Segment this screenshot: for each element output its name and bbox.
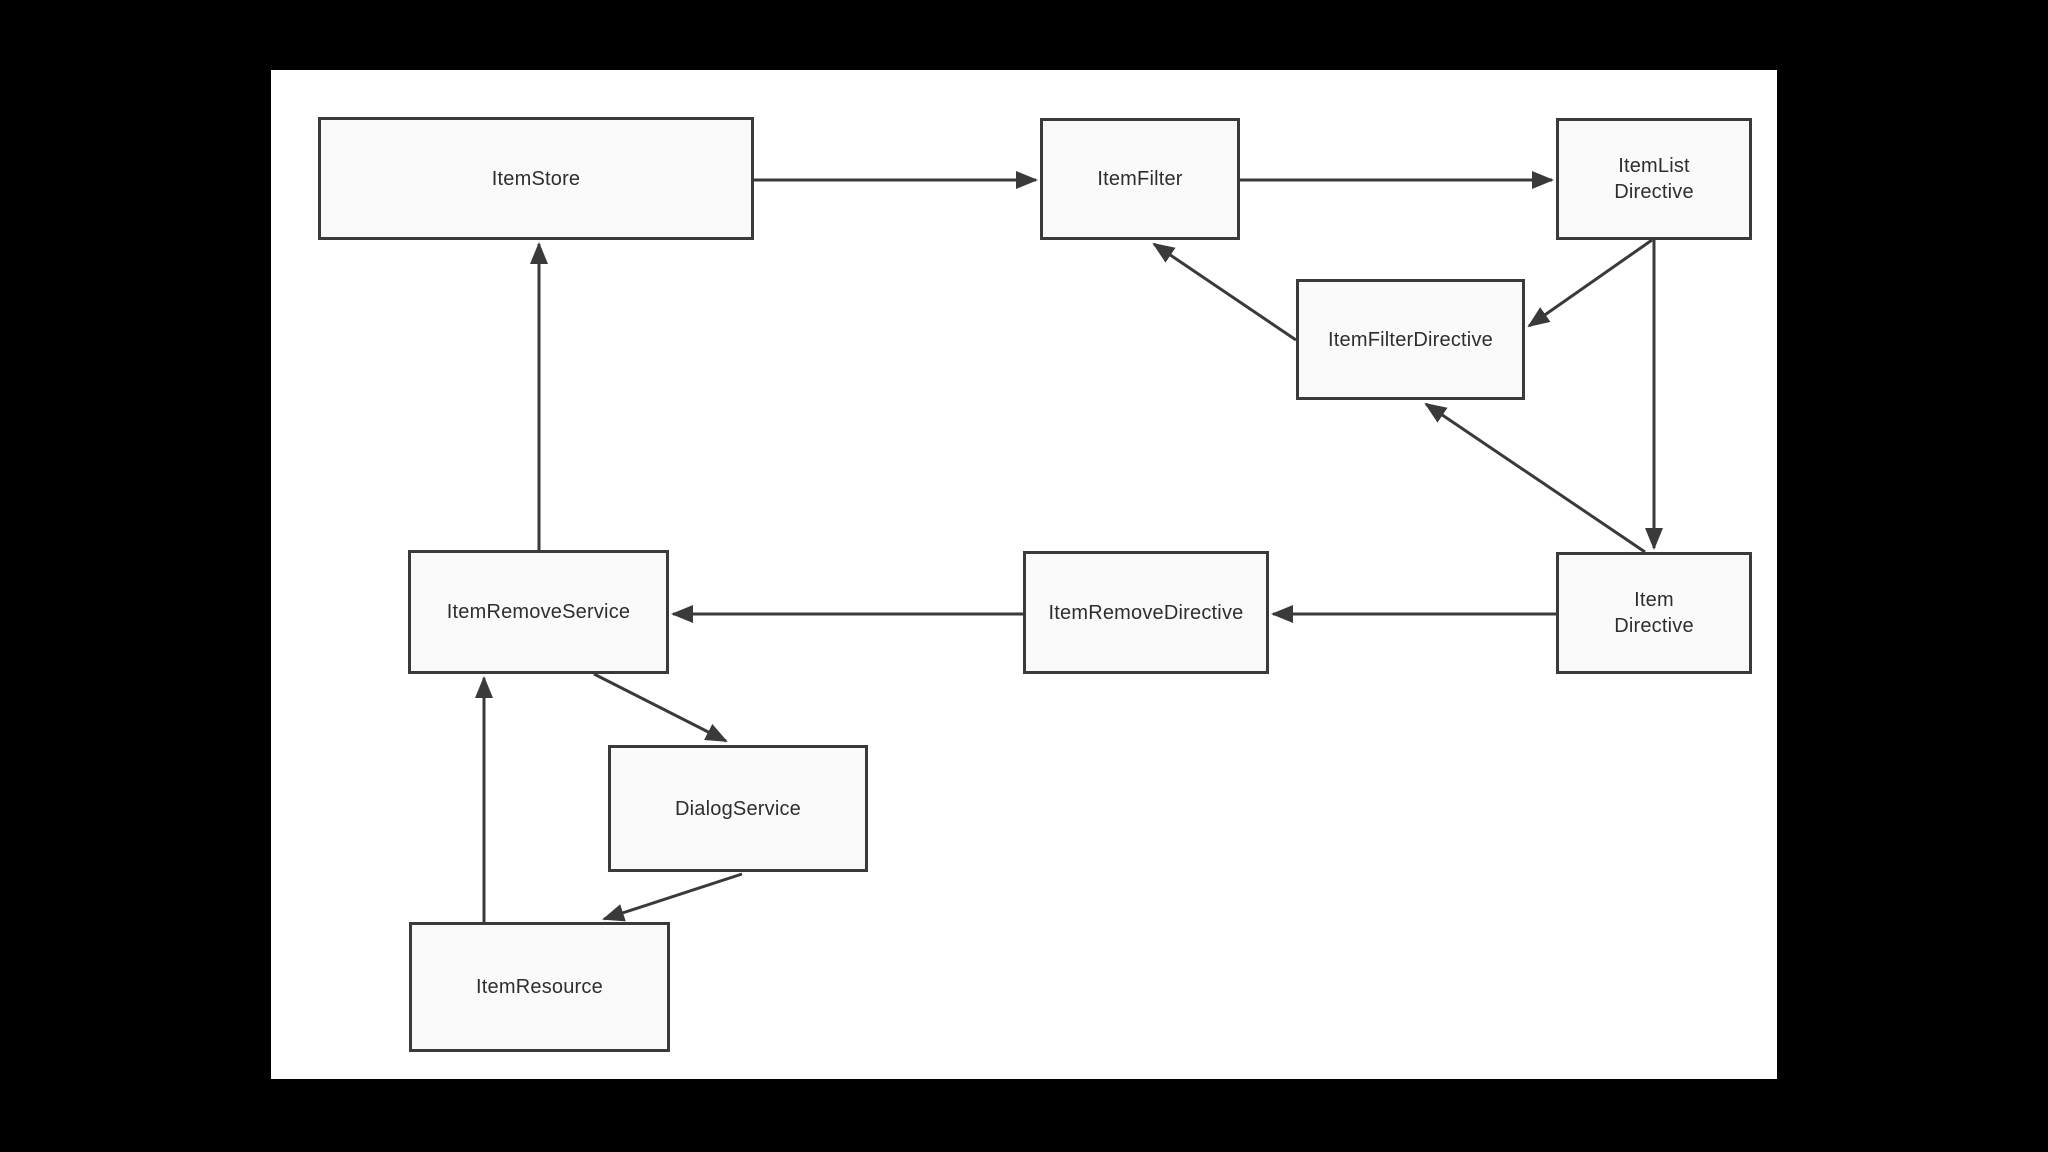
edge-item-list-directive-to-item-filter-directive — [1527, 238, 1653, 328]
node-item-store: ItemStore — [318, 117, 754, 240]
node-item-filter-directive: ItemFilterDirective — [1296, 279, 1525, 400]
node-label-item-remove-service: ItemRemoveService — [446, 601, 631, 623]
node-item-resource: ItemResource — [409, 922, 670, 1052]
node-label-item-store: ItemStore — [491, 167, 581, 190]
node-label-item-filter: ItemFilter — [1097, 168, 1183, 190]
edge-item-filter-directive-to-item-filter — [1152, 242, 1297, 342]
node-dialog-service: DialogService — [608, 745, 868, 872]
node-label-item-resource: ItemResource — [476, 976, 603, 998]
node-item-filter: ItemFilter — [1040, 118, 1240, 240]
diagram-edges-layer — [475, 171, 1663, 922]
node-label-dialog-service: DialogService — [675, 797, 801, 820]
node-item-remove-service: ItemRemoveService — [408, 550, 669, 674]
edge-dialog-service-to-item-resource — [602, 872, 743, 922]
node-label-item-filter-directive: ItemFilterDirective — [1328, 328, 1493, 351]
node-item-remove-directive: ItemRemoveDirective — [1023, 551, 1269, 674]
edge-item-directive-to-item-filter-directive — [1424, 402, 1646, 554]
node-label-item-remove-directive: ItemRemoveDirective — [1048, 601, 1244, 624]
edge-item-remove-service-to-dialog-service — [593, 672, 728, 743]
